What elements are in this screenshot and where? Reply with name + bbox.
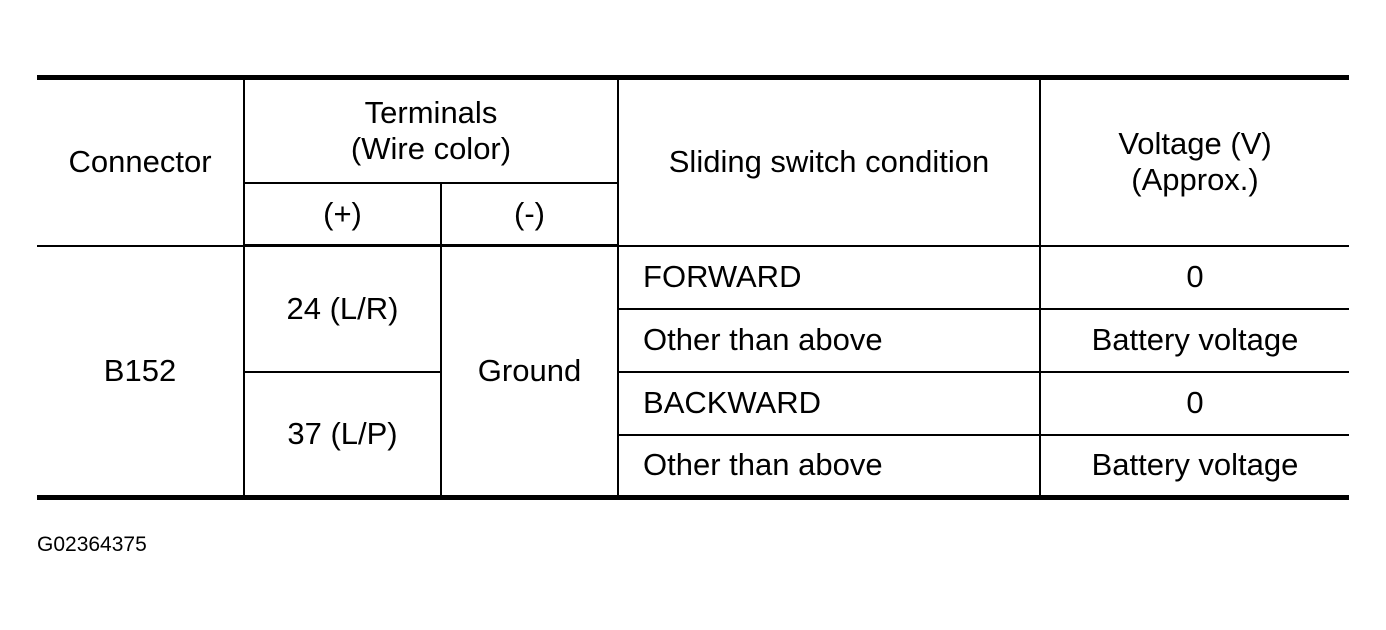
voltage-cell: 0 [1039,370,1350,436]
voltage-cell: Battery voltage [1039,433,1350,499]
header-voltage-line2: (Approx.) [1131,162,1259,198]
header-plus: (+) [244,181,442,247]
connector-cell: B152 [37,244,245,499]
header-row-2: (+) (-) [37,181,1349,247]
header-terminals-line1: Terminals [364,94,498,130]
condition-cell: BACKWARD [617,370,1042,436]
header-terminals: Terminals (Wire color) [242,76,620,184]
ground-cell: Ground [439,244,620,499]
condition-cell: Other than above [618,307,1042,373]
table-row: Other than above Battery voltage [37,433,1350,499]
condition-cell: Other than above [618,433,1042,499]
condition-cell: FORWARD [617,244,1042,310]
voltage-spec-table: Connector Terminals (Wire color) Sliding… [37,75,1350,500]
table-row: Other than above Battery voltage [37,307,1350,373]
voltage-cell: 0 [1039,244,1350,310]
header-condition: Sliding switch condition [617,76,1042,247]
header-voltage-line1: Voltage (V) [1118,126,1272,162]
header-connector: Connector [37,76,245,247]
voltage-cell: Battery voltage [1039,307,1350,373]
terminal-cell: 37 (L/P) [244,370,442,499]
header-minus: (-) [439,181,620,247]
spec-table-container: Connector Terminals (Wire color) Sliding… [37,75,1350,500]
terminal-cell: 24 (L/R) [243,244,442,373]
figure-id: G02364375 [37,533,147,556]
table-row: 37 (L/P) BACKWARD 0 [37,370,1350,499]
table-row: B152 24 (L/R) Ground FORWARD 0 [37,244,1350,499]
header-voltage: Voltage (V) (Approx.) [1039,76,1350,247]
header-row-1: Connector Terminals (Wire color) Sliding… [37,76,1350,247]
header-terminals-line2: (Wire color) [350,130,512,166]
